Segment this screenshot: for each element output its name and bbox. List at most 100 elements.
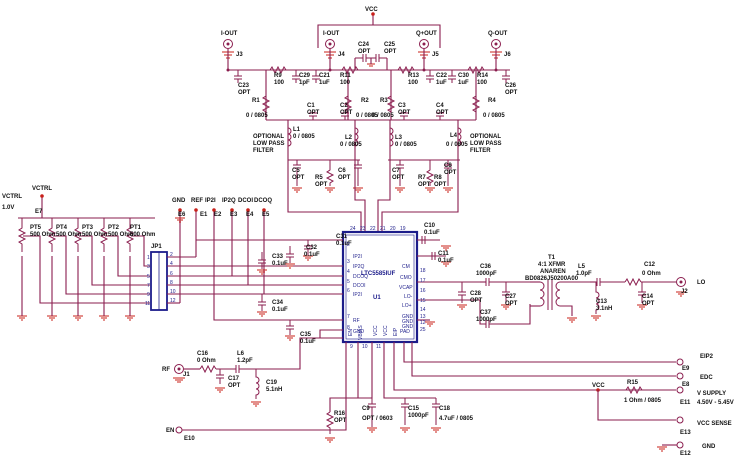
- pot-value: 500 Ohm: [56, 232, 81, 238]
- ic-pin-label: CM: [402, 264, 410, 270]
- j5-name: Q+OUT: [416, 31, 437, 37]
- ic-ref: U1: [373, 295, 381, 301]
- pot-ref: PT2: [108, 225, 120, 231]
- ic-pin-number: 17: [420, 278, 426, 284]
- testpoint-ref: E5: [262, 212, 270, 218]
- vsupply-label: V SUPPLY: [697, 391, 726, 397]
- part-value: 0 / 0805: [483, 113, 505, 119]
- output-rc-network: [226, 49, 510, 83]
- part-value: 0 / 0805: [356, 113, 378, 119]
- part-value: OPT: [505, 90, 518, 96]
- part-value: OPT: [642, 301, 655, 307]
- vcc-right-label: VCC: [592, 383, 605, 389]
- part-value: OPT: [334, 418, 347, 424]
- part-value: 1uF: [319, 80, 330, 86]
- output-connectors: [222, 39, 502, 59]
- pot-value: 500 Ohm: [82, 232, 107, 238]
- j4-ref: J4: [338, 52, 345, 58]
- ic-pin-number: 15: [420, 298, 426, 304]
- ic-pin-number: 14: [420, 307, 426, 313]
- ic-pin-number: 16: [420, 288, 426, 294]
- lo-network: [417, 236, 686, 328]
- ic-part-number: LTC5585IUF: [361, 271, 396, 277]
- part-value: 1uF: [436, 80, 447, 86]
- part-value: 0.1uF: [272, 307, 288, 313]
- jp1-to-ic-wiring: [167, 208, 343, 341]
- part-value: 0 Ohm: [642, 271, 661, 277]
- lo-label: LO: [697, 280, 706, 286]
- pot-value: 500 Ohm: [130, 232, 155, 238]
- t1-ref: T1: [548, 255, 556, 261]
- part-ref: L5: [578, 264, 586, 270]
- ic-pin-label: GND: [402, 324, 414, 330]
- vctrl-ref: E7: [35, 209, 43, 215]
- part-value: OPT: [444, 170, 457, 176]
- ic-pin-label: LO+: [402, 303, 412, 309]
- ic-pin-label: GND: [402, 314, 414, 320]
- part-value: OPT: [434, 182, 447, 188]
- testpoint-label: GND: [172, 198, 186, 204]
- part-ref: C37: [480, 310, 492, 316]
- filter-note: FILTER: [253, 148, 274, 154]
- vsupply-range: 4.50V - 5.45V: [697, 400, 734, 406]
- testpoint-label: IP2Q: [222, 198, 236, 204]
- jp1-pin: 2: [170, 252, 173, 258]
- ic-pin-number: 8: [347, 325, 350, 331]
- part-ref: C7: [392, 168, 400, 174]
- filter-note: FILTER: [470, 148, 491, 154]
- part-value: 100: [408, 80, 419, 86]
- part-ref: C10: [424, 223, 436, 229]
- part-ref: C22: [436, 73, 448, 79]
- part-value: 0.1uF: [272, 261, 288, 267]
- part-ref: C25: [384, 42, 396, 48]
- part-value: 5.1nH: [266, 387, 282, 393]
- testpoint-ref: E4: [246, 212, 254, 218]
- part-ref: R15: [627, 380, 639, 386]
- part-ref: R13: [408, 73, 420, 79]
- part-ref: C11: [438, 251, 449, 257]
- part-ref: C33: [272, 254, 284, 260]
- part-ref: C5: [292, 168, 300, 174]
- filter-note: LOW PASS: [253, 141, 285, 147]
- ic-pin-number: 13: [420, 314, 426, 320]
- ic-pin-number: 20: [390, 226, 396, 232]
- ic-pin-number: 5: [347, 279, 350, 285]
- filter-network: [261, 70, 481, 232]
- vctrl-value: 1.0V: [2, 205, 14, 211]
- j3-ref: J3: [236, 52, 243, 58]
- ic-pin-number: 12: [420, 320, 426, 326]
- edc-label: EDC: [700, 375, 713, 381]
- t1-ratio: 4:1 XFMR: [538, 262, 566, 268]
- part-ref: C23: [238, 83, 250, 89]
- part-ref: R8: [434, 175, 442, 181]
- ic-pin-label: IP2I: [353, 292, 362, 298]
- vcc-top-label: VCC: [365, 7, 378, 13]
- part-value: OPT: [358, 49, 371, 55]
- part-value: 1.0pF: [576, 271, 592, 277]
- pot-ref: PT5: [30, 225, 42, 231]
- part-value: OPT: [338, 175, 351, 181]
- ic-pin-number: 18: [420, 268, 426, 274]
- j5-ref: J5: [432, 52, 439, 58]
- part-ref: L4: [450, 133, 458, 139]
- part-value: 1.2pF: [237, 358, 253, 364]
- ic-pin-number: 2: [347, 242, 350, 248]
- ic-pin-label: GND: [353, 329, 365, 335]
- part-ref: C8: [444, 163, 452, 169]
- jp1-pin: 12: [170, 298, 176, 304]
- part-ref: C3: [398, 103, 406, 109]
- ic-pin-number: 19: [400, 226, 406, 232]
- ic-pin-label: RF: [353, 318, 360, 324]
- pot-value: 500 Ohm: [30, 232, 55, 238]
- part-ref: C32: [306, 245, 318, 251]
- part-ref: C14: [642, 294, 654, 300]
- vcc-top-bus: [317, 12, 441, 48]
- ic-pin-number: 22: [370, 226, 376, 232]
- eip2-ref: E9: [682, 366, 690, 372]
- ic-pin-label: VBIAS: [358, 325, 364, 340]
- en-and-bias: [175, 342, 684, 452]
- part-value: OPT: [292, 175, 305, 181]
- ic-pin-number: 24: [350, 226, 356, 232]
- vsupply-ref: E11: [680, 400, 691, 406]
- j2-ref: J2: [681, 289, 688, 295]
